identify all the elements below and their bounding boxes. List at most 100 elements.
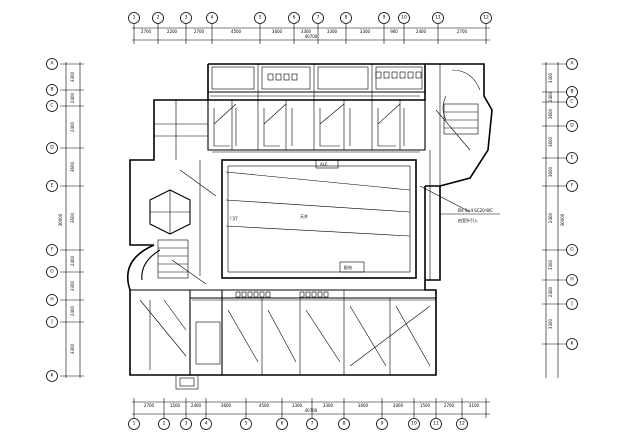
left-axis-2-label: B <box>50 87 53 93</box>
bottom-axis-3-bubble <box>180 418 192 430</box>
bottom-axis-6-label: 6 <box>281 421 284 427</box>
right-axis-7-bubble <box>566 244 578 256</box>
top-axis-10-bubble <box>398 12 410 24</box>
left-axis-10-label: K <box>51 373 55 379</box>
right-dim-9: 3300 <box>548 318 553 329</box>
top-dim-2: 2200 <box>167 29 178 34</box>
top-dim-3: 2700 <box>194 29 205 34</box>
left-axis-6-bubble <box>46 244 58 256</box>
bottom-axis-12-label: 12 <box>459 421 465 427</box>
right-axis-4-label: D <box>570 123 574 129</box>
bottom-axis-7-label: 7 <box>311 421 314 427</box>
left-dim-9: 3300 <box>70 343 75 354</box>
left-axis-5-bubble <box>46 180 58 192</box>
bottom-dim-2: 1500 <box>170 403 181 408</box>
bottom-dim-3: 2400 <box>191 403 202 408</box>
bottom-dim-5: 4500 <box>259 403 270 408</box>
left-axis-3-label: C <box>50 103 53 109</box>
right-dim-1: 3300 <box>548 72 553 83</box>
top-dim-10: 2400 <box>416 29 427 34</box>
right-axis-10-label: K <box>571 341 575 347</box>
left-total-dimension: 36000 <box>58 213 63 226</box>
top-axis-5-bubble <box>254 12 266 24</box>
top-axis-4-bubble <box>206 12 218 24</box>
right-axis-6-bubble <box>566 180 578 192</box>
bottom-axis-8-bubble <box>338 418 350 430</box>
left-dim-8: 2400 <box>70 305 75 316</box>
right-axis-4-bubble <box>566 120 578 132</box>
bottom-axis-2-bubble <box>158 418 170 430</box>
right-axis-10-bubble <box>566 338 578 350</box>
bottom-dim-11: 2700 <box>444 403 455 408</box>
right-dim-8: 2400 <box>548 286 553 297</box>
right-axis-7-label: G <box>570 247 574 253</box>
top-axis-11-label: 11 <box>435 15 441 21</box>
bottom-axis-3-label: 3 <box>185 421 188 427</box>
electrical-wiring <box>139 95 471 370</box>
right-axis-2-label: B <box>570 89 573 95</box>
top-axis-2-bubble <box>152 12 164 24</box>
top-total-dimension: 40700 <box>305 34 318 39</box>
bottom-dim-7: 3300 <box>323 403 334 408</box>
left-dim-2: 2400 <box>70 92 75 103</box>
bottom-dim-8: 3600 <box>358 403 369 408</box>
right-dim-3: 3600 <box>548 108 553 119</box>
bottom-axis-10-bubble <box>408 418 420 430</box>
top-axis-9-label: 9 <box>383 15 386 21</box>
left-axis-8-bubble <box>46 294 58 306</box>
left-axis-10-bubble <box>46 370 58 382</box>
top-dim-8: 3300 <box>360 29 371 34</box>
top-dim-9: 900 <box>390 29 398 34</box>
left-axis-7-label: G <box>50 269 54 275</box>
left-dim-6: 2400 <box>70 255 75 266</box>
right-axis-8-label: H <box>570 277 573 283</box>
room-label-lobby: 门厅 <box>230 215 238 221</box>
left-axis-7-bubble <box>46 266 58 278</box>
bottom-axis-7-bubble <box>306 418 318 430</box>
right-axis-6-label: F <box>571 183 574 189</box>
left-axis-1-label: A <box>50 61 54 67</box>
bottom-axis-4-label: 4 <box>205 421 208 427</box>
panel-label: ALE <box>320 162 328 167</box>
bottom-dim-6: 3300 <box>292 403 303 408</box>
top-dim-5: 3600 <box>272 29 283 34</box>
top-axis-9-bubble <box>378 12 390 24</box>
room-label-courtyard: 天井 <box>300 213 308 219</box>
top-dim-7: 3300 <box>327 29 338 34</box>
right-axis-9-bubble <box>566 298 578 310</box>
top-dim-6: 3300 <box>301 29 312 34</box>
bottom-dim-10: 1500 <box>420 403 431 408</box>
right-dim-7: 3300 <box>548 259 553 270</box>
left-axis-9-bubble <box>46 316 58 328</box>
left-axis-8-label: H <box>50 297 53 303</box>
right-axis-3-label: C <box>570 99 573 105</box>
right-dim-4: 3600 <box>548 136 553 147</box>
top-axis-2-label: 2 <box>157 15 160 21</box>
right-dim-6: 2400 <box>548 212 553 223</box>
top-axis-4-label: 4 <box>211 15 214 21</box>
note-line-2: 由室外引入 <box>458 217 478 223</box>
bottom-axis-11-label: 11 <box>433 421 439 427</box>
bottom-total-dimension: 40700 <box>305 408 318 413</box>
top-axis-1-label: 1 <box>133 15 136 21</box>
top-dim-1: 2700 <box>141 29 152 34</box>
bottom-axis-4-bubble <box>200 418 212 430</box>
bottom-axis-1-label: 1 <box>133 421 136 427</box>
bottom-axis-11-bubble <box>430 418 442 430</box>
left-axis-1-bubble <box>46 58 58 70</box>
left-axis-5-label: E <box>51 183 54 189</box>
bottom-axis-2-label: 2 <box>163 421 166 427</box>
left-axis-3-bubble <box>46 100 58 112</box>
room-labels: 门厅 天井 配电 ALE BV-3×4 SC20-WC 由室外引入 <box>230 159 500 273</box>
right-axis-3-bubble <box>566 96 578 108</box>
top-axis-7-bubble <box>312 12 324 24</box>
top-dim-11: 2700 <box>457 29 468 34</box>
bottom-axis-1-bubble <box>128 418 140 430</box>
top-axis-5-label: 5 <box>259 15 262 21</box>
top-axis-8-label: 8 <box>345 15 348 21</box>
bottom-dim-9: 3000 <box>393 403 404 408</box>
bottom-axis-5-bubble <box>240 418 252 430</box>
bottom-axis-9-bubble <box>376 418 388 430</box>
